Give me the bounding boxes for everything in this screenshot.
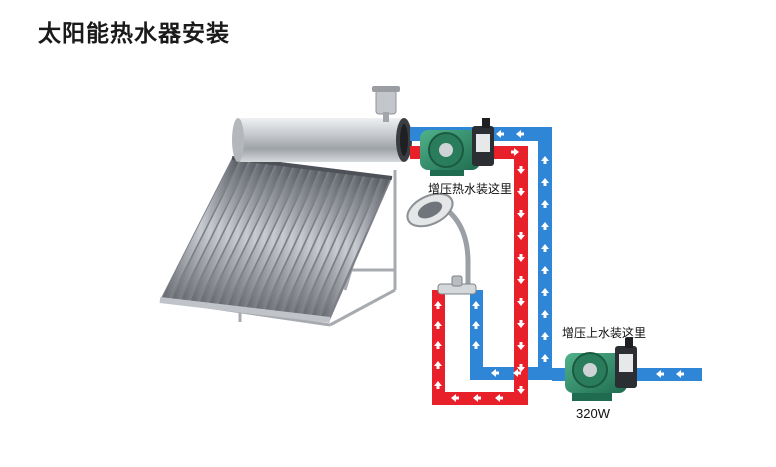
flow-arrow [491, 369, 499, 377]
flow-arrow [434, 341, 442, 349]
vacuum-tube [292, 172, 364, 318]
flow-arrow [541, 288, 549, 296]
flow-arrow [517, 298, 525, 306]
flow-arrow [434, 361, 442, 369]
vacuum-tube-panel [159, 156, 393, 323]
flow-arrow [541, 200, 549, 208]
flow-arrow [517, 364, 525, 372]
flow-arrow [517, 210, 525, 218]
vacuum-tube [218, 163, 293, 309]
vacuum-tube [171, 157, 249, 303]
flow-arrow [541, 178, 549, 186]
vacuum-tube [190, 159, 266, 306]
vent-cap [372, 86, 400, 122]
flow-arrow [517, 254, 525, 262]
vacuum-tube [236, 165, 311, 311]
vacuum-tube [181, 158, 258, 304]
solar-water-heater [159, 86, 412, 327]
flow-arrow [472, 341, 480, 349]
flow-arrow [517, 232, 525, 240]
flow-arrow [676, 370, 684, 378]
flow-arrow [434, 381, 442, 389]
flow-arrow [517, 386, 525, 394]
cold-pump-label: 增压上水装这里 [562, 325, 646, 340]
vacuum-tube [162, 156, 240, 302]
vacuum-tube [199, 160, 275, 307]
flow-arrow [516, 130, 524, 138]
flow-arrow [473, 394, 481, 402]
flow-arrow [517, 342, 525, 350]
page-title: 太阳能热水器安装 [38, 21, 230, 47]
flow-arrow [451, 394, 459, 402]
flow-arrow [656, 370, 664, 378]
flow-arrows [434, 130, 684, 402]
flow-arrow [495, 394, 503, 402]
flow-arrow [541, 354, 549, 362]
hot-water-booster-pump [420, 118, 494, 176]
hot-pump-label: 增压热水装这里 [428, 181, 512, 196]
flow-arrow [434, 321, 442, 329]
flow-arrow [513, 369, 521, 377]
flow-arrow [472, 301, 480, 309]
cold-water-booster-pump [565, 338, 637, 401]
flow-arrow [541, 332, 549, 340]
flow-arrow [472, 321, 480, 329]
flow-arrow [434, 301, 442, 309]
vacuum-tube [301, 173, 372, 320]
flow-arrow [496, 130, 504, 138]
vacuum-tubes [162, 156, 390, 322]
vacuum-tube [311, 174, 381, 321]
flow-arrow [517, 188, 525, 196]
flow-arrow [511, 148, 519, 156]
shower [406, 192, 477, 295]
flow-arrow [517, 166, 525, 174]
water-tank [232, 118, 412, 162]
flow-arrow [541, 156, 549, 164]
vacuum-tube [274, 169, 346, 316]
flow-arrow [541, 222, 549, 230]
flow-arrow [541, 244, 549, 252]
vacuum-tube [320, 175, 390, 322]
vacuum-tube [264, 168, 337, 315]
flow-arrow [541, 266, 549, 274]
vacuum-tube [283, 171, 355, 317]
flow-arrow [517, 276, 525, 284]
vacuum-tube [227, 164, 302, 310]
vacuum-tube [246, 166, 319, 313]
vacuum-tube [255, 167, 328, 314]
flow-arrow [541, 310, 549, 318]
pump-power-label: 320W [576, 406, 611, 421]
vacuum-tube [208, 162, 284, 308]
flow-arrow [517, 320, 525, 328]
